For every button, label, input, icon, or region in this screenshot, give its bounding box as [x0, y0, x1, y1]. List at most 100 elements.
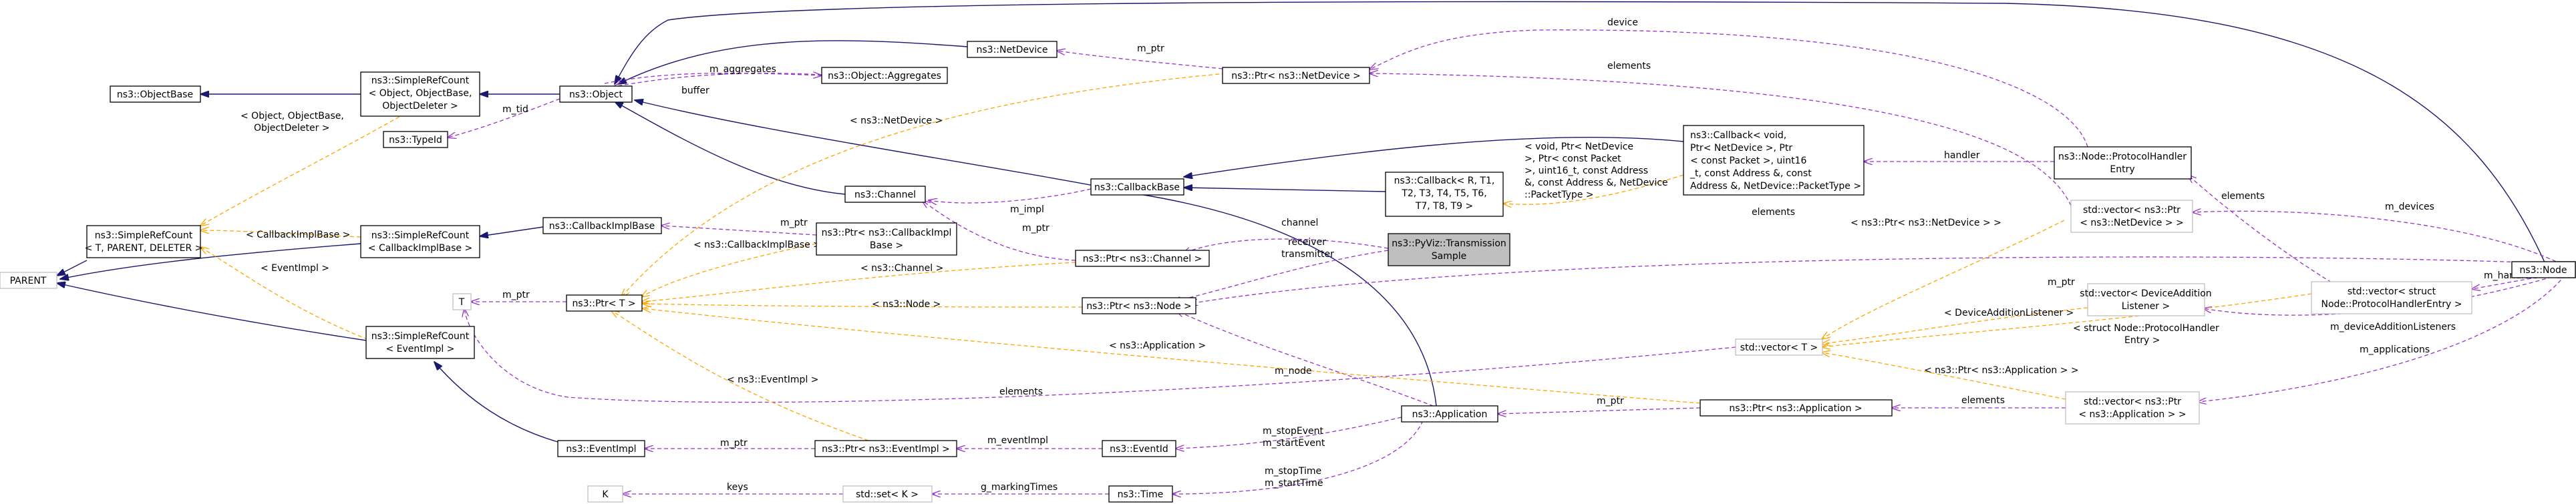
- label-tpl-device-listener: < DeviceAdditionListener >: [1944, 308, 2074, 318]
- node-node[interactable]: ns3::Node: [2511, 261, 2576, 278]
- svg-text:std::vector< T >: std::vector< T >: [1740, 342, 1818, 353]
- svg-text:ns3::Callback< void,: ns3::Callback< void,: [1690, 130, 1786, 141]
- svg-text:ns3::Ptr< ns3::CallbackImpl: ns3::Ptr< ns3::CallbackImpl: [822, 228, 952, 238]
- edge-ptrt-to-ptrchannel: [641, 262, 1076, 302]
- svg-text:ns3::Object::Aggregates: ns3::Object::Aggregates: [828, 71, 941, 81]
- node-ptr-t[interactable]: ns3::Ptr< T >: [566, 294, 643, 312]
- label-tpl-netdevice: < ns3::NetDevice >: [850, 115, 943, 126]
- label-tpl-callbackvoid-5: ::PacketType >: [1524, 190, 1594, 200]
- node-simple-ref-count-t[interactable]: ns3::SimpleRefCount < T, PARENT, DELETER…: [85, 225, 203, 258]
- svg-text:std::set< K >: std::set< K >: [856, 489, 919, 500]
- node-t[interactable]: T: [452, 293, 472, 310]
- node-std-set[interactable]: std::set< K >: [842, 485, 933, 503]
- node-time[interactable]: ns3::Time: [1108, 485, 1173, 503]
- node-object-base[interactable]: ns3::ObjectBase: [110, 85, 201, 103]
- label-m-ptr-eventimpl: m_ptr: [720, 438, 748, 449]
- node-callback-impl-base[interactable]: ns3::CallbackImplBase: [542, 217, 662, 234]
- svg-text:T2, T3, T4, T5, T6,: T2, T3, T4, T5, T6,: [1401, 188, 1486, 199]
- node-parent[interactable]: PARENT: [0, 272, 57, 289]
- edge-aggregates-to-object: [613, 73, 822, 87]
- svg-text:ns3::EventId: ns3::EventId: [1110, 444, 1168, 455]
- label-tpl-object-1: < Object, ObjectBase,: [240, 111, 344, 121]
- svg-text:< ns3::NetDevice > >: < ns3::NetDevice > >: [2080, 218, 2184, 228]
- node-application[interactable]: ns3::Application: [1401, 405, 1498, 423]
- node-vector-ptr-net-device[interactable]: std::vector< ns3::Ptr < ns3::NetDevice >…: [2070, 200, 2193, 233]
- label-m-aggregates: m_aggregates: [709, 64, 776, 75]
- svg-text:ObjectDeleter >: ObjectDeleter >: [382, 101, 458, 111]
- node-ptr-channel[interactable]: ns3::Ptr< ns3::Channel >: [1075, 250, 1210, 267]
- edge-application-to-eventid: [1176, 417, 1402, 449]
- svg-text:ns3::EventImpl: ns3::EventImpl: [566, 444, 636, 455]
- edge-callbackr-to-callbackbase: [1184, 188, 1386, 192]
- label-elements-mid: elements: [999, 387, 1043, 397]
- label-tpl-callbackimplbase2: < ns3::CallbackImplBase >: [693, 240, 821, 250]
- node-std-vector-t[interactable]: std::vector< T >: [1735, 338, 1823, 356]
- node-vector-ptr-application[interactable]: std::vector< ns3::Ptr < ns3::Application…: [2065, 391, 2200, 425]
- edge-vecnetdev-to-ptrnetdev: [1370, 73, 2072, 206]
- node-ptr-net-device[interactable]: ns3::Ptr< ns3::NetDevice >: [1222, 67, 1370, 84]
- edge-callbackimpl-to-ptrimpl: [661, 226, 817, 236]
- node-ptr-application[interactable]: ns3::Ptr< ns3::Application >: [1700, 399, 1893, 417]
- node-callback-r[interactable]: ns3::Callback< R, T1, T2, T3, T4, T5, T6…: [1385, 172, 1504, 217]
- label-m-stoptime: m_stopTime: [1265, 466, 1321, 477]
- node-protocol-handler-entry[interactable]: ns3::Node::ProtocolHandler Entry: [2054, 146, 2192, 180]
- node-simple-ref-count-object[interactable]: ns3::SimpleRefCount < Object, ObjectBase…: [360, 71, 480, 117]
- svg-text:< T, PARENT, DELETER >: < T, PARENT, DELETER >: [85, 243, 203, 254]
- nodes: ns3::ObjectBase ns3::SimpleRefCount < Ob…: [0, 41, 2576, 503]
- svg-text:ns3::NetDevice: ns3::NetDevice: [977, 45, 1048, 55]
- node-net-device[interactable]: ns3::NetDevice: [967, 41, 1058, 58]
- node-event-impl[interactable]: ns3::EventImpl: [557, 440, 645, 457]
- node-vector-protocol-handler[interactable]: std::vector< struct Node::ProtocolHandle…: [2311, 281, 2472, 314]
- svg-text:ns3::TypeId: ns3::TypeId: [389, 135, 442, 146]
- label-m-ptr-callback: m_ptr: [780, 218, 808, 228]
- svg-text:ns3::SimpleRefCount: ns3::SimpleRefCount: [371, 75, 470, 86]
- node-pyviz-transmission-sample[interactable]: ns3::PyViz::Transmission Sample: [1388, 233, 1510, 266]
- svg-text:ns3::Node::ProtocolHandler: ns3::Node::ProtocolHandler: [2058, 152, 2187, 162]
- node-callback-void[interactable]: ns3::Callback< void, Ptr< NetDevice >, P…: [1683, 125, 1865, 196]
- edge-callbackimplbase-to-srccallback: [480, 226, 544, 236]
- svg-text:< Object, ObjectBase,: < Object, ObjectBase,: [369, 88, 472, 99]
- edge-node-to-vecapp: [2198, 274, 2566, 402]
- label-tpl-eventimpl: < EventImpl >: [261, 263, 329, 274]
- node-ptr-callback-impl[interactable]: ns3::Ptr< ns3::CallbackImpl Base >: [816, 222, 957, 256]
- node-object[interactable]: ns3::Object: [559, 85, 633, 103]
- label-elements-vecnetdev: elements: [1752, 207, 1795, 218]
- edge-callbackvoid-to-callbackbase: [1184, 137, 1684, 177]
- node-k[interactable]: K: [587, 485, 623, 503]
- label-tpl-protocol-handler-2: Entry >: [2124, 335, 2160, 346]
- node-channel[interactable]: ns3::Channel: [844, 186, 926, 203]
- label-elements-app: elements: [1961, 395, 2005, 406]
- edge-ptrt-to-ptrnode: [643, 304, 1083, 308]
- label-elements-handler: elements: [2221, 191, 2265, 202]
- edge-vectort-to-veclistener: [1822, 307, 2088, 344]
- node-ptr-event-impl[interactable]: ns3::Ptr< ns3::EventImpl >: [814, 440, 957, 457]
- node-callback-base[interactable]: ns3::CallbackBase: [1090, 178, 1184, 196]
- svg-text:ns3::Ptr< ns3::Application >: ns3::Ptr< ns3::Application >: [1729, 403, 1862, 414]
- svg-text:ns3::Application: ns3::Application: [1412, 409, 1488, 420]
- label-transmitter: transmitter: [1281, 249, 1334, 260]
- node-aggregates[interactable]: ns3::Object::Aggregates: [821, 67, 948, 84]
- label-m-applications: m_applications: [2360, 344, 2430, 355]
- node-ptr-node[interactable]: ns3::Ptr< ns3::Node >: [1082, 297, 1196, 314]
- label-buffer: buffer: [681, 85, 709, 96]
- edge-vectort-to-vecapp: [1822, 352, 2066, 400]
- label-tpl-eventimpl2: < ns3::EventImpl >: [727, 374, 819, 385]
- svg-text:ns3::Ptr< T >: ns3::Ptr< T >: [572, 298, 635, 309]
- edge-ptrt-to-ptrnetdev: [621, 73, 1227, 297]
- svg-text:< CallbackImplBase >: < CallbackImplBase >: [368, 243, 472, 254]
- svg-text:T7, T8, T9 >: T7, T8, T9 >: [1415, 201, 1473, 212]
- edge-pyviz-to-ptrchannel: [1182, 238, 1389, 254]
- svg-text:Base >: Base >: [870, 240, 903, 251]
- edge-labels: m_aggregates buffer m_tid m_ptr device e…: [240, 17, 2538, 493]
- label-keys: keys: [727, 482, 748, 493]
- node-simple-ref-count-event[interactable]: ns3::SimpleRefCount < EventImpl >: [365, 326, 475, 359]
- node-simple-ref-count-callback[interactable]: ns3::SimpleRefCount < CallbackImplBase >: [360, 225, 480, 258]
- node-vector-device-listener[interactable]: std::vector< DeviceAddition Listener >: [2080, 283, 2212, 316]
- edge-vectort-to-t: [464, 308, 1736, 403]
- node-type-id[interactable]: ns3::TypeId: [383, 131, 448, 148]
- edge-srct-to-srcevent: [200, 247, 375, 342]
- node-event-id[interactable]: ns3::EventId: [1102, 440, 1176, 457]
- svg-text:std::vector< ns3::Ptr: std::vector< ns3::Ptr: [2084, 397, 2181, 407]
- label-m-stopevent: m_stopEvent: [1263, 426, 1323, 437]
